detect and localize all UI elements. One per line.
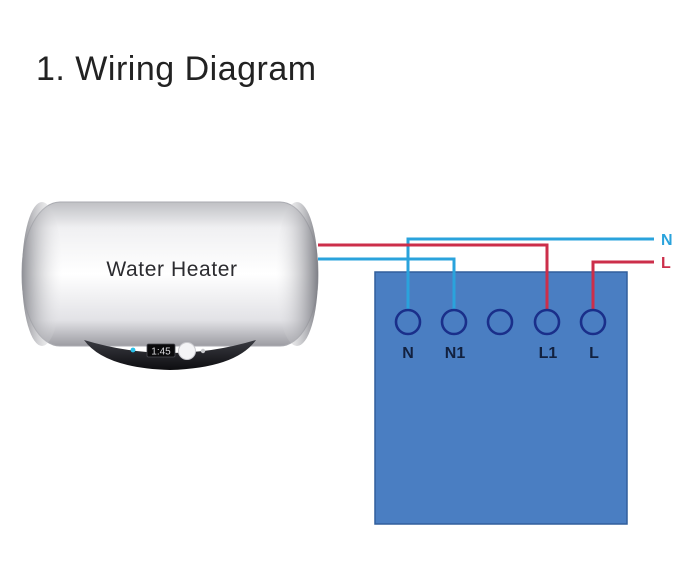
temperature-knob[interactable] (178, 342, 196, 360)
heater-end-shade-left (22, 202, 62, 346)
supply-neutral-wire (406, 237, 654, 310)
supply-neutral-label: N (661, 232, 673, 249)
heater-display (146, 343, 176, 358)
terminal-n1-label: N1 (445, 345, 466, 362)
heater-neutral-wire (318, 257, 456, 310)
terminal-l-label: L (589, 345, 599, 362)
terminal-block (394, 308, 607, 336)
water-heater: Water Heater 1:45 (21, 201, 319, 370)
terminal-l1-label: L1 (539, 345, 558, 362)
heater-live-wire (318, 243, 549, 310)
mode-indicator-icon (200, 348, 206, 354)
terminal-n1[interactable] (440, 308, 468, 336)
terminal-n-label: N (402, 345, 414, 362)
heater-display-text: 1:45 (151, 347, 171, 358)
heater-end-shade-right (276, 202, 318, 346)
terminal-unused[interactable] (486, 308, 514, 336)
power-indicator-icon (130, 347, 136, 353)
terminal-l1[interactable] (533, 308, 561, 336)
supply-live-wire (591, 260, 654, 310)
page-title: 1. Wiring Diagram (36, 50, 317, 88)
terminal-l[interactable] (579, 308, 607, 336)
live-wires (318, 243, 654, 310)
neutral-wires (318, 237, 654, 310)
heater-label: Water Heater (106, 258, 237, 281)
terminal-n[interactable] (394, 308, 422, 336)
supply-live-label: L (661, 255, 671, 272)
